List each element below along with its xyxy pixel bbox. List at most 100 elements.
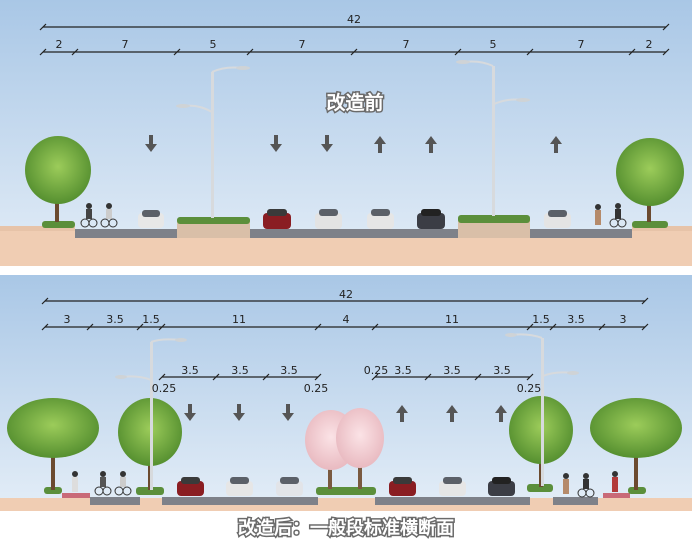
main-road <box>250 229 458 238</box>
left-sidewalk-paving <box>62 493 90 498</box>
right-median <box>458 219 530 238</box>
total-width-label: 42 <box>339 288 353 301</box>
segment-label: 3 <box>64 313 71 326</box>
after-title: 改造后：一般段标准横断面 <box>238 517 454 539</box>
segment-label: 1.5 <box>142 313 160 326</box>
pedestrian-icon <box>595 204 601 225</box>
segment-label: 7 <box>122 38 129 51</box>
street-lamp-icon <box>505 333 579 486</box>
left-bike-lane <box>90 497 140 505</box>
car-icon <box>488 477 515 496</box>
lane-label: 3.5 <box>394 364 412 377</box>
arrow-up-icon <box>374 136 386 153</box>
arrow-up-icon <box>550 136 562 153</box>
lane-label: 3.5 <box>443 364 461 377</box>
total-width-dimension: 42 <box>39 13 670 31</box>
left-carriageway <box>162 497 318 505</box>
right-aux-road <box>530 229 632 238</box>
car-icon <box>439 477 466 496</box>
left-shrub-strip <box>44 487 62 494</box>
right-median-shrubs <box>458 215 530 223</box>
cyclist-icon <box>100 203 118 228</box>
before-title: 改造前 <box>326 91 383 114</box>
left-aux-road <box>75 229 177 238</box>
before-section-panel: 42 2 7 5 7 7 5 7 2 改造前 <box>0 0 692 266</box>
car-icon <box>276 477 303 496</box>
segment-label: 5 <box>490 38 497 51</box>
offset-label: 0.25 <box>364 364 389 377</box>
right-bike-lane <box>553 497 598 505</box>
arrow-up-icon <box>425 136 437 153</box>
arrow-down-icon <box>233 404 245 421</box>
cyclist-icon <box>577 473 595 498</box>
street-lamp-icon <box>456 60 530 216</box>
arrow-down-icon <box>282 404 294 421</box>
cyclist-icon <box>94 471 112 496</box>
right-planting-strip <box>527 484 553 492</box>
offset-label: 0.25 <box>517 382 542 395</box>
left-sidewalk <box>0 226 75 231</box>
sky-background <box>0 275 692 507</box>
segment-label: 1.5 <box>532 313 550 326</box>
offset-label: 0.25 <box>152 382 177 395</box>
segment-label: 3.5 <box>106 313 124 326</box>
right-shrub-strip <box>628 487 646 494</box>
segment-dimensions: 3 3.5 1.5 11 4 11 1.5 3.5 3 <box>41 313 649 331</box>
right-lane-dimensions: 0.25 3.5 3.5 3.5 0.25 <box>364 364 542 395</box>
left-shrub-strip <box>42 221 75 228</box>
right-shrub-strip <box>632 221 668 228</box>
lane-label: 3.5 <box>231 364 249 377</box>
sky-background <box>0 0 692 266</box>
cyclist-icon <box>114 471 132 496</box>
car-icon <box>315 209 342 229</box>
segment-label: 7 <box>403 38 410 51</box>
car-icon <box>417 209 445 229</box>
blossom-tree-icon <box>336 408 384 489</box>
tree-icon <box>590 398 682 490</box>
right-carriageway <box>375 497 530 505</box>
segment-label: 4 <box>343 313 350 326</box>
segment-dimensions: 2 7 5 7 7 5 7 2 <box>39 38 670 56</box>
car-icon <box>367 209 394 229</box>
total-width-label: 42 <box>347 13 361 26</box>
total-width-dimension: 42 <box>41 288 649 305</box>
car-icon <box>177 477 204 496</box>
segment-label: 3.5 <box>567 313 585 326</box>
arrow-up-icon <box>495 405 507 422</box>
central-median-planting <box>316 487 376 495</box>
tree-icon <box>25 136 91 222</box>
segment-label: 11 <box>445 313 459 326</box>
pedestrian-icon <box>72 471 78 492</box>
segment-label: 2 <box>646 38 653 51</box>
segment-label: 7 <box>299 38 306 51</box>
car-icon <box>138 210 164 228</box>
right-sidewalk-paving <box>603 493 630 498</box>
pedestrian-icon <box>612 471 618 492</box>
arrow-down-icon <box>145 135 157 152</box>
arrow-down-icon <box>184 404 196 421</box>
caption-area <box>0 511 692 549</box>
street-lamp-icon <box>115 338 187 490</box>
arrow-down-icon <box>270 135 282 152</box>
arrow-down-icon <box>321 135 333 152</box>
left-planting-strip <box>136 487 164 495</box>
segment-label: 5 <box>210 38 217 51</box>
tree-icon <box>616 138 684 222</box>
pedestrian-icon <box>563 473 569 494</box>
segment-label: 3 <box>620 313 627 326</box>
segment-label: 7 <box>578 38 585 51</box>
left-median-shrubs <box>177 217 250 224</box>
car-icon <box>389 477 416 496</box>
street-lamp-icon <box>176 66 250 218</box>
cyclist-icon <box>80 203 98 228</box>
cyclist-icon <box>609 203 627 228</box>
lane-label: 3.5 <box>181 364 199 377</box>
car-icon <box>226 477 253 496</box>
right-sidewalk <box>632 226 692 231</box>
arrow-up-icon <box>396 405 408 422</box>
lane-label: 3.5 <box>493 364 511 377</box>
arrow-up-icon <box>446 405 458 422</box>
tree-icon <box>7 398 99 490</box>
